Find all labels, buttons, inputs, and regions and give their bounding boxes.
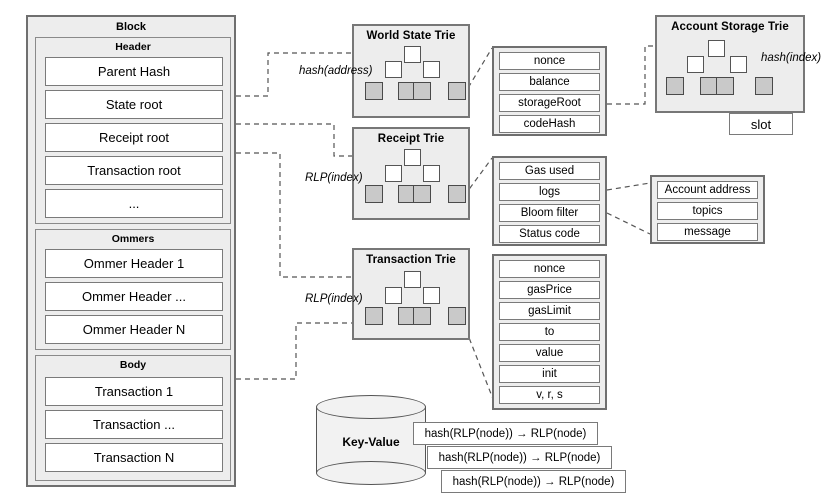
trie-root-node (404, 149, 421, 166)
kv-entry-row[interactable]: hash(RLP(node)) → RLP(node) (413, 422, 598, 445)
trie-branch-node (385, 61, 402, 78)
trie-leaf-node (755, 77, 773, 95)
trie-leaf-node (413, 185, 431, 203)
header-field-ellipsis[interactable]: ... (45, 189, 223, 218)
trie-branch-node (687, 56, 704, 73)
trie-leaf-node (716, 77, 734, 95)
kv-entry-row[interactable]: hash(RLP(node)) → RLP(node) (441, 470, 626, 493)
ommer-header-1[interactable]: Ommer Header 1 (45, 249, 223, 278)
transaction-1[interactable]: Transaction 1 (45, 377, 223, 406)
block-panel: Block Header Parent Hash State root Rece… (26, 15, 236, 487)
trie-branch-node (385, 287, 402, 304)
receipt-trie: Receipt Trie (352, 127, 470, 220)
log-field-account-address[interactable]: Account address (657, 181, 758, 199)
tx-field-nonce[interactable]: nonce (499, 260, 600, 278)
body-group: Body Transaction 1 Transaction ... Trans… (35, 355, 231, 481)
transaction-trie: Transaction Trie (352, 248, 470, 340)
trie-leaf-node (365, 185, 383, 203)
trie-leaf-node (413, 307, 431, 325)
ommers-title: Ommers (111, 233, 155, 245)
header-field-state-root[interactable]: State root (45, 90, 223, 119)
trie-root-node (708, 40, 725, 57)
link-receiptroot-receipttrie (236, 123, 352, 157)
block-title: Block (116, 21, 146, 33)
transaction-trie-title: Transaction Trie (366, 254, 456, 266)
cylinder-bottom-ellipse (316, 461, 426, 485)
account-storage-trie: Account Storage Trie (655, 15, 805, 113)
ommer-header-ellipsis[interactable]: Ommer Header ... (45, 282, 223, 311)
key-value-label: Key-Value (342, 435, 400, 449)
account-field-nonce[interactable]: nonce (499, 52, 600, 70)
trie-branch-node (730, 56, 747, 73)
ommers-group: Ommers Ommer Header 1 Ommer Header ... O… (35, 229, 231, 350)
receipt-field-logs[interactable]: logs (499, 183, 600, 201)
tx-field-gas-limit[interactable]: gasLimit (499, 302, 600, 320)
tx-field-value[interactable]: value (499, 344, 600, 362)
tx-field-init[interactable]: init (499, 365, 600, 383)
trie-root-node (404, 46, 421, 63)
log-entry-panel: Account address topics message (650, 175, 765, 244)
header-field-transaction-root[interactable]: Transaction root (45, 156, 223, 185)
trie-leaf-node (666, 77, 684, 95)
trie-leaf-node (448, 185, 466, 203)
cylinder-top-ellipse (316, 395, 426, 419)
link-logs-logentry (606, 182, 651, 235)
trie-branch-node (423, 61, 440, 78)
receipt-panel: Gas used logs Bloom filter Status code (492, 156, 607, 246)
log-field-topics[interactable]: topics (657, 202, 758, 220)
trie-leaf-node (365, 82, 383, 100)
trie-branch-node (423, 287, 440, 304)
header-title: Header (115, 41, 151, 53)
receipt-trie-title: Receipt Trie (377, 133, 445, 145)
rlp-index-receipt-label: RLP(index) (305, 172, 363, 184)
receipt-field-gas-used[interactable]: Gas used (499, 162, 600, 180)
account-field-balance[interactable]: balance (499, 73, 600, 91)
tx-field-gas-price[interactable]: gasPrice (499, 281, 600, 299)
link-transaction1-txleaf (236, 322, 352, 380)
key-value-database: Key-Value (316, 395, 426, 485)
receipt-field-status-code[interactable]: Status code (499, 225, 600, 243)
transaction-panel: nonce gasPrice gasLimit to value init v,… (492, 254, 607, 410)
header-field-receipt-root[interactable]: Receipt root (45, 123, 223, 152)
transaction-ellipsis[interactable]: Transaction ... (45, 410, 223, 439)
rlp-index-transaction-label: RLP(index) (305, 293, 363, 305)
account-field-storage-root[interactable]: storageRoot (499, 94, 600, 112)
trie-branch-node (423, 165, 440, 182)
header-group: Header Parent Hash State root Receipt ro… (35, 37, 231, 224)
trie-leaf-node (448, 82, 466, 100)
hash-address-label: hash(address) (299, 65, 373, 77)
receipt-field-bloom-filter[interactable]: Bloom filter (499, 204, 600, 222)
trie-leaf-node (448, 307, 466, 325)
tx-field-to[interactable]: to (499, 323, 600, 341)
trie-leaf-node (413, 82, 431, 100)
trie-leaf-node (365, 307, 383, 325)
trie-branch-node (385, 165, 402, 182)
account-storage-trie-title: Account Storage Trie (671, 21, 789, 33)
tx-field-signature[interactable]: v, r, s (499, 386, 600, 404)
header-field-parent-hash[interactable]: Parent Hash (45, 57, 223, 86)
trie-root-node (404, 271, 421, 288)
ommer-header-n[interactable]: Ommer Header N (45, 315, 223, 344)
slot-box[interactable]: slot (729, 113, 793, 135)
link-txleaf-txpanel (465, 329, 496, 405)
body-title: Body (119, 359, 147, 371)
world-state-trie-title: World State Trie (366, 30, 456, 42)
log-field-message[interactable]: message (657, 223, 758, 241)
account-field-code-hash[interactable]: codeHash (499, 115, 600, 133)
kv-entry-row[interactable]: hash(RLP(node)) → RLP(node) (427, 446, 612, 469)
hash-index-label: hash(index) (761, 52, 822, 64)
account-state-panel: nonce balance storageRoot codeHash (492, 46, 607, 136)
transaction-n[interactable]: Transaction N (45, 443, 223, 472)
